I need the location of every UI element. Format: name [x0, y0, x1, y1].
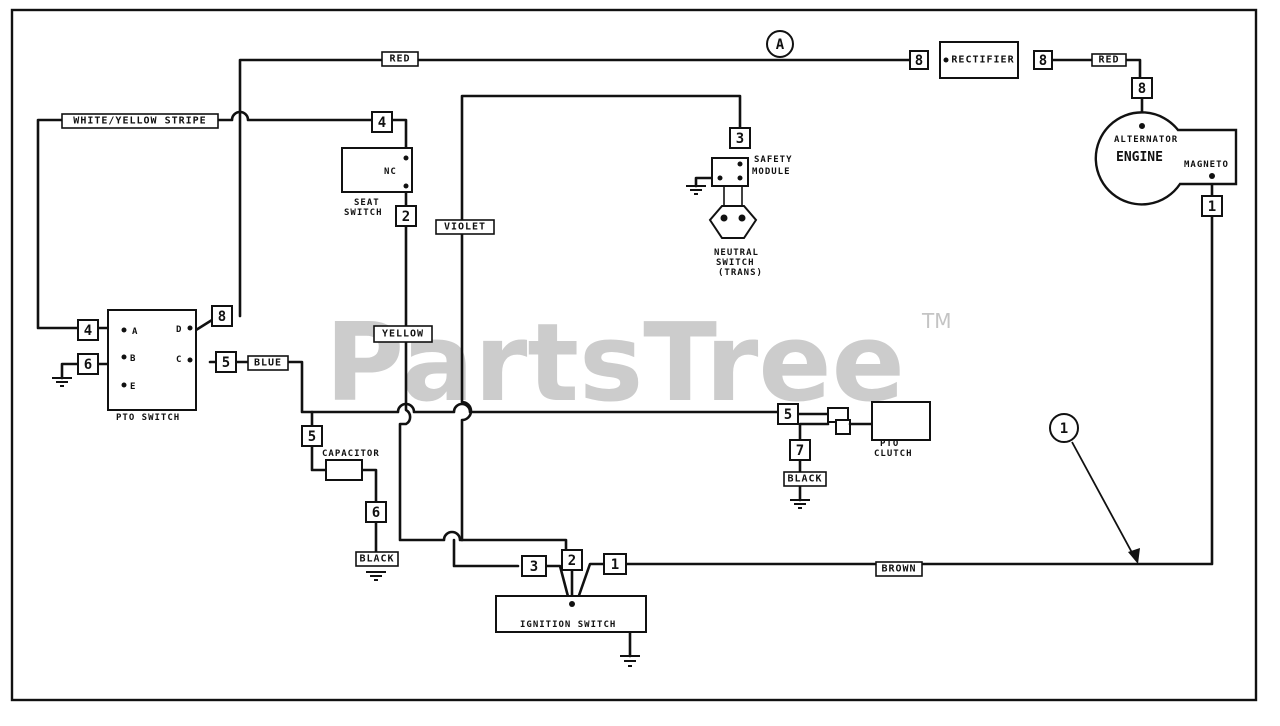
wire-number: 5	[308, 429, 316, 445]
wire-number: 3	[530, 559, 538, 575]
wire-tag-yellow: YELLOW	[382, 329, 424, 340]
wire-white-yellow	[36, 110, 374, 330]
pto-terminal-a: A	[132, 327, 138, 337]
wire-number: 6	[84, 357, 92, 373]
wire-capacitor-out	[360, 468, 378, 504]
wire-tag-black-capacitor: BLACK	[359, 554, 394, 565]
wire-number: 8	[915, 53, 923, 69]
wire-yellow	[398, 224, 568, 556]
wire-number: 2	[568, 553, 576, 569]
pto-switch-label: PTO SWITCH	[116, 413, 180, 423]
rectifier-label: RECTIFIER	[951, 55, 1014, 66]
wire-number: 1	[1208, 199, 1216, 215]
neutral-switch-label-1: NEUTRAL	[714, 248, 759, 258]
neutral-switch-label-2: SWITCH	[716, 258, 755, 268]
ground-icon	[620, 655, 640, 667]
wire-tag-brown: BROWN	[881, 564, 916, 575]
wire-pto-d	[194, 318, 214, 332]
safety-module-label-1: SAFETY	[754, 155, 793, 165]
pto-clutch-box	[871, 401, 931, 441]
magneto-label: MAGNETO	[1184, 160, 1229, 170]
rectifier-box	[939, 41, 1019, 79]
wire-number: 2	[402, 209, 410, 225]
ground-icon	[790, 499, 810, 509]
svg-text:A: A	[776, 37, 785, 53]
wire-tag-violet: VIOLET	[444, 222, 486, 233]
seat-switch-box	[341, 147, 413, 193]
wire-violet-low	[452, 538, 520, 568]
wire-ignition-3	[544, 564, 572, 606]
wire-blue	[208, 360, 782, 414]
ignition-switch-label: IGNITION SWITCH	[520, 620, 616, 630]
wire-tag-white-yellow: WHITE/YELLOW STRIPE	[73, 116, 206, 127]
wire-number: 4	[84, 323, 92, 339]
callout-one: 1	[1049, 413, 1140, 564]
wire-number: 7	[796, 443, 804, 459]
neutral-switch-body	[708, 205, 758, 239]
wire-red-top	[238, 58, 920, 318]
pto-clutch-label-1: PTO	[880, 439, 899, 449]
wire-number: 8	[218, 309, 226, 325]
pto-terminal-e: E	[130, 382, 136, 392]
watermark-brand: PartsTree	[325, 301, 905, 426]
watermark-trademark: TM	[921, 309, 951, 333]
wire-number: 4	[378, 115, 386, 131]
wire-safety-ground	[694, 176, 718, 188]
seat-switch-label-2: SWITCH	[344, 208, 383, 218]
wire-red-right	[1050, 58, 1142, 80]
wire-number: 5	[784, 407, 792, 423]
wire-tag-blue: BLUE	[254, 358, 282, 369]
wire-seat-top	[390, 118, 408, 158]
wire-color-tags: RED RED WHITE/YELLOW STRIPE VIOLET YELLO…	[61, 51, 1127, 577]
pto-terminal-d: D	[176, 325, 182, 335]
wire-clutch-ground	[798, 422, 830, 444]
ground-symbols	[52, 185, 810, 667]
pto-terminal-c: C	[176, 355, 182, 365]
capacitor-label: CAPACITOR	[322, 449, 380, 459]
wire-number-boxes: 8 8 8 1 3 4 2 4 6 5 8 5 6 5 7 3 2 1	[77, 50, 1223, 577]
wire-number: 6	[372, 505, 380, 521]
seat-switch-nc: NC	[384, 167, 397, 177]
safety-module-label-2: MODULE	[752, 167, 791, 177]
wire-number: 5	[222, 355, 230, 371]
wires	[36, 58, 1214, 658]
alternator-label: ALTERNATOR	[1114, 135, 1178, 145]
neutral-switch-label-3: (TRANS)	[718, 268, 763, 278]
seat-switch-label-1: SEAT	[354, 198, 380, 208]
pto-terminal-b: B	[130, 354, 136, 364]
capacitor-box	[325, 459, 363, 481]
engine-outline	[1094, 111, 1238, 206]
safety-module-box	[711, 157, 749, 187]
engine-label: ENGINE	[1116, 150, 1163, 165]
wire-number: 3	[736, 131, 744, 147]
wire-tag-black-clutch: BLACK	[787, 474, 822, 485]
pto-switch-box	[107, 309, 197, 411]
wire-capacitor-in	[310, 442, 328, 472]
wire-number: 8	[1138, 81, 1146, 97]
callout-a: A	[766, 30, 794, 58]
ground-icon	[686, 185, 706, 195]
ground-icon	[52, 377, 72, 387]
wire-ignition-1	[574, 562, 606, 606]
wire-number: 8	[1039, 53, 1047, 69]
wire-brown	[624, 214, 1214, 566]
wire-number: 1	[611, 557, 619, 573]
pto-clutch-label-2: CLUTCH	[874, 449, 913, 459]
wire-pto-ground	[60, 362, 80, 380]
wire-tag-red-right: RED	[1098, 55, 1119, 66]
ground-icon	[366, 571, 386, 581]
pto-clutch-connector-2	[835, 419, 851, 435]
diagram-border	[10, 8, 1258, 702]
wire-tag-red-top: RED	[389, 54, 410, 65]
svg-text:1: 1	[1060, 421, 1068, 437]
